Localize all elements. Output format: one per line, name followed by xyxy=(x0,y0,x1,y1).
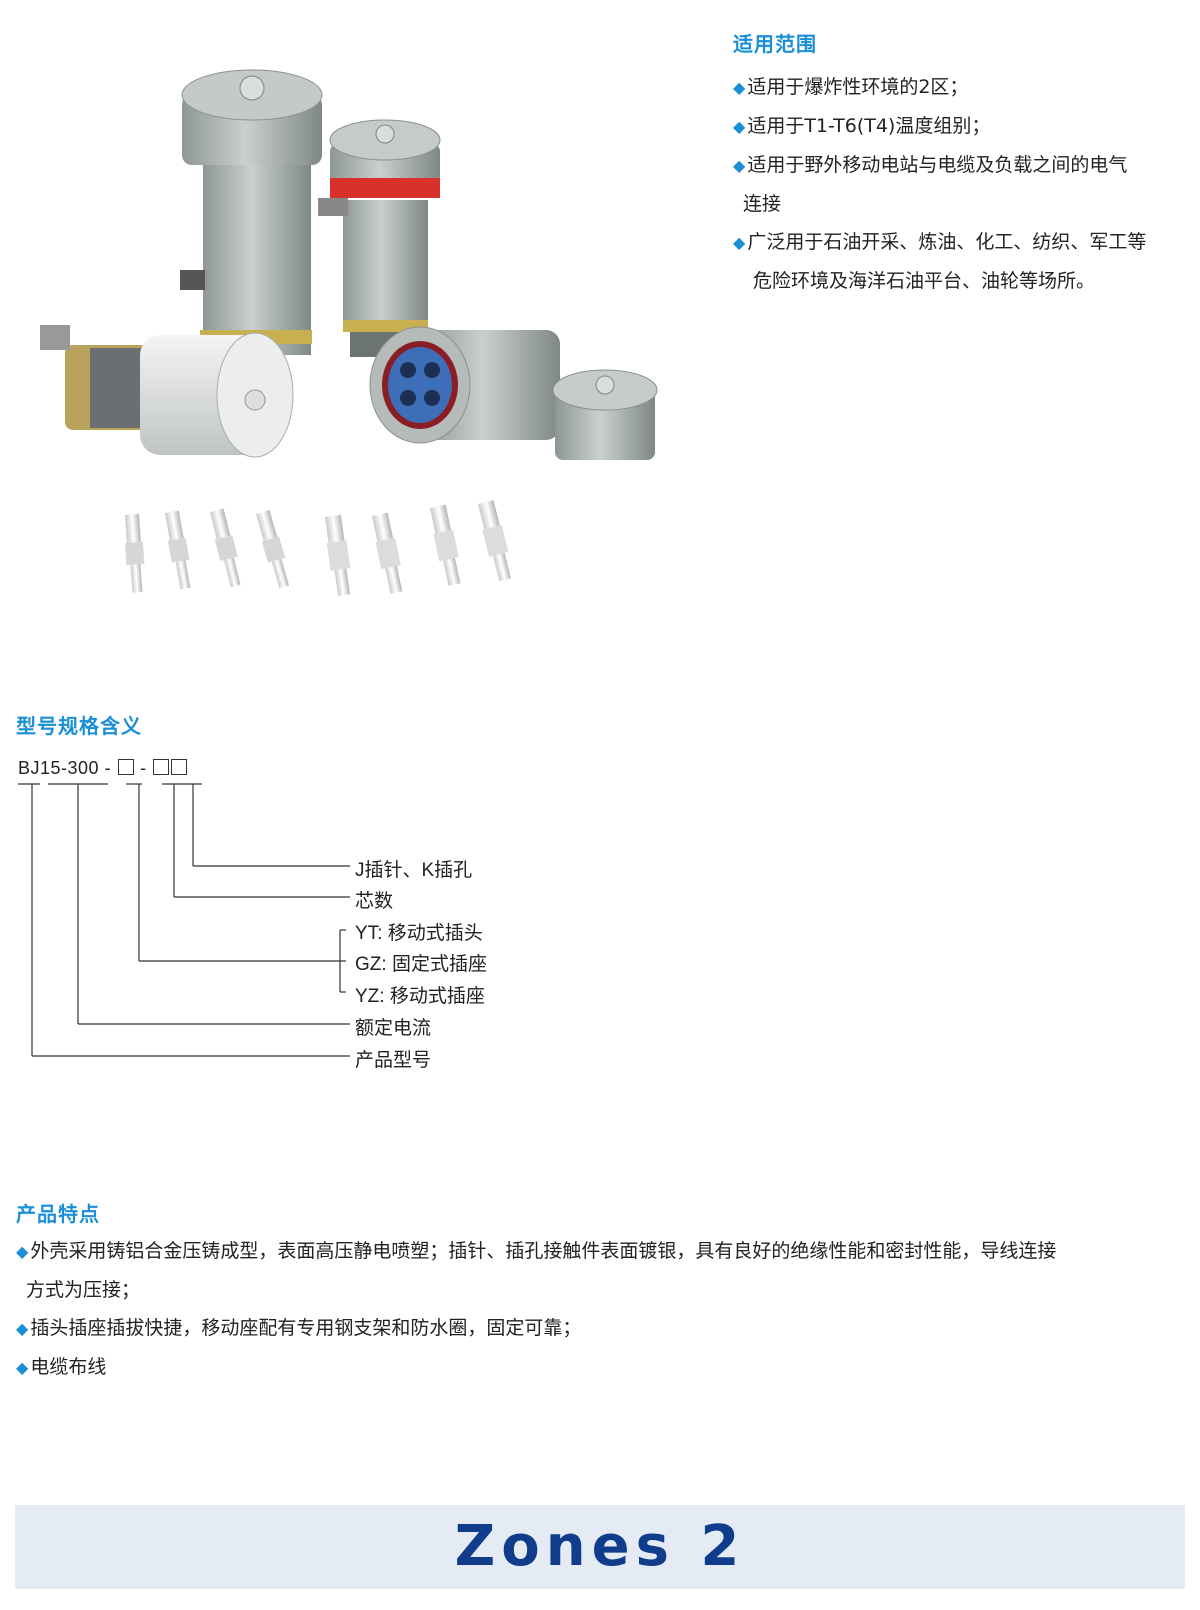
label-pin: J插针、K插孔 xyxy=(355,860,473,881)
diamond-icon: ◆ xyxy=(733,78,746,97)
scope-item: ◆适用于爆炸性环境的2区； xyxy=(733,76,969,98)
diamond-icon: ◆ xyxy=(733,233,746,252)
placeholder-box xyxy=(117,759,134,775)
scope-list: ◆适用于爆炸性环境的2区； ◆适用于T1-T6(T4)温度组别； ◆适用于野外移… xyxy=(733,68,1193,300)
connector-cap xyxy=(552,369,658,460)
feature-item: ◆插头插座插拔快捷，移动座配有专用钢支架和防水圈，固定可靠； xyxy=(16,1317,582,1339)
connector-medium xyxy=(318,119,441,357)
connector-white xyxy=(40,325,294,458)
placeholder-box xyxy=(171,759,188,775)
product-photo xyxy=(40,69,658,596)
label-product: 产品型号 xyxy=(355,1050,432,1071)
scope-item-cont: 危险环境及海洋石油平台、油轮等场所。 xyxy=(753,270,1096,292)
scope-item: ◆广泛用于石油开采、炼油、化工、纺织、军工等 xyxy=(733,231,1147,253)
scope-title: 适用范围 xyxy=(733,32,817,56)
scope-item-cont: 连接 xyxy=(743,193,782,215)
model-code: BJ15-300 - - xyxy=(18,758,188,779)
diamond-icon: ◆ xyxy=(733,156,746,175)
scope-item: ◆适用于T1-T6(T4)温度组别； xyxy=(733,115,991,137)
model-diagram xyxy=(18,783,350,1057)
diamond-icon: ◆ xyxy=(16,1242,29,1261)
placeholder-box xyxy=(153,759,170,775)
diamond-icon: ◆ xyxy=(16,1319,29,1338)
model-title: 型号规格含义 xyxy=(16,714,142,738)
features-title: 产品特点 xyxy=(16,1202,100,1226)
feature-item: ◆电缆布线 xyxy=(16,1356,107,1378)
label-gz: GZ: 固定式插座 xyxy=(355,954,487,975)
footer-title: Zones 2 xyxy=(454,1514,746,1579)
model-code-prefix: BJ15-300 xyxy=(18,758,100,778)
feature-item: ◆外壳采用铸铝合金压铸成型，表面高压静电喷塑；插针、插孔接触件表面镀银，具有良好… xyxy=(16,1240,1057,1262)
label-yz: YZ: 移动式插座 xyxy=(355,986,485,1007)
diamond-icon: ◆ xyxy=(733,117,746,136)
footer-band xyxy=(15,1505,1185,1589)
label-current: 额定电流 xyxy=(355,1018,432,1039)
scope-item: ◆适用于野外移动电站与电缆及负载之间的电气 xyxy=(733,154,1128,176)
label-yt: YT: 移动式插头 xyxy=(355,923,483,944)
features-list: ◆外壳采用铸铝合金压铸成型，表面高压静电喷塑；插针、插孔接触件表面镀银，具有良好… xyxy=(16,1232,1186,1387)
contact-pins xyxy=(124,500,511,596)
connector-tall xyxy=(180,69,323,355)
diamond-icon: ◆ xyxy=(16,1358,29,1377)
connector-socket xyxy=(369,326,560,444)
label-cores: 芯数 xyxy=(355,891,394,912)
feature-item-cont: 方式为压接； xyxy=(26,1279,141,1301)
